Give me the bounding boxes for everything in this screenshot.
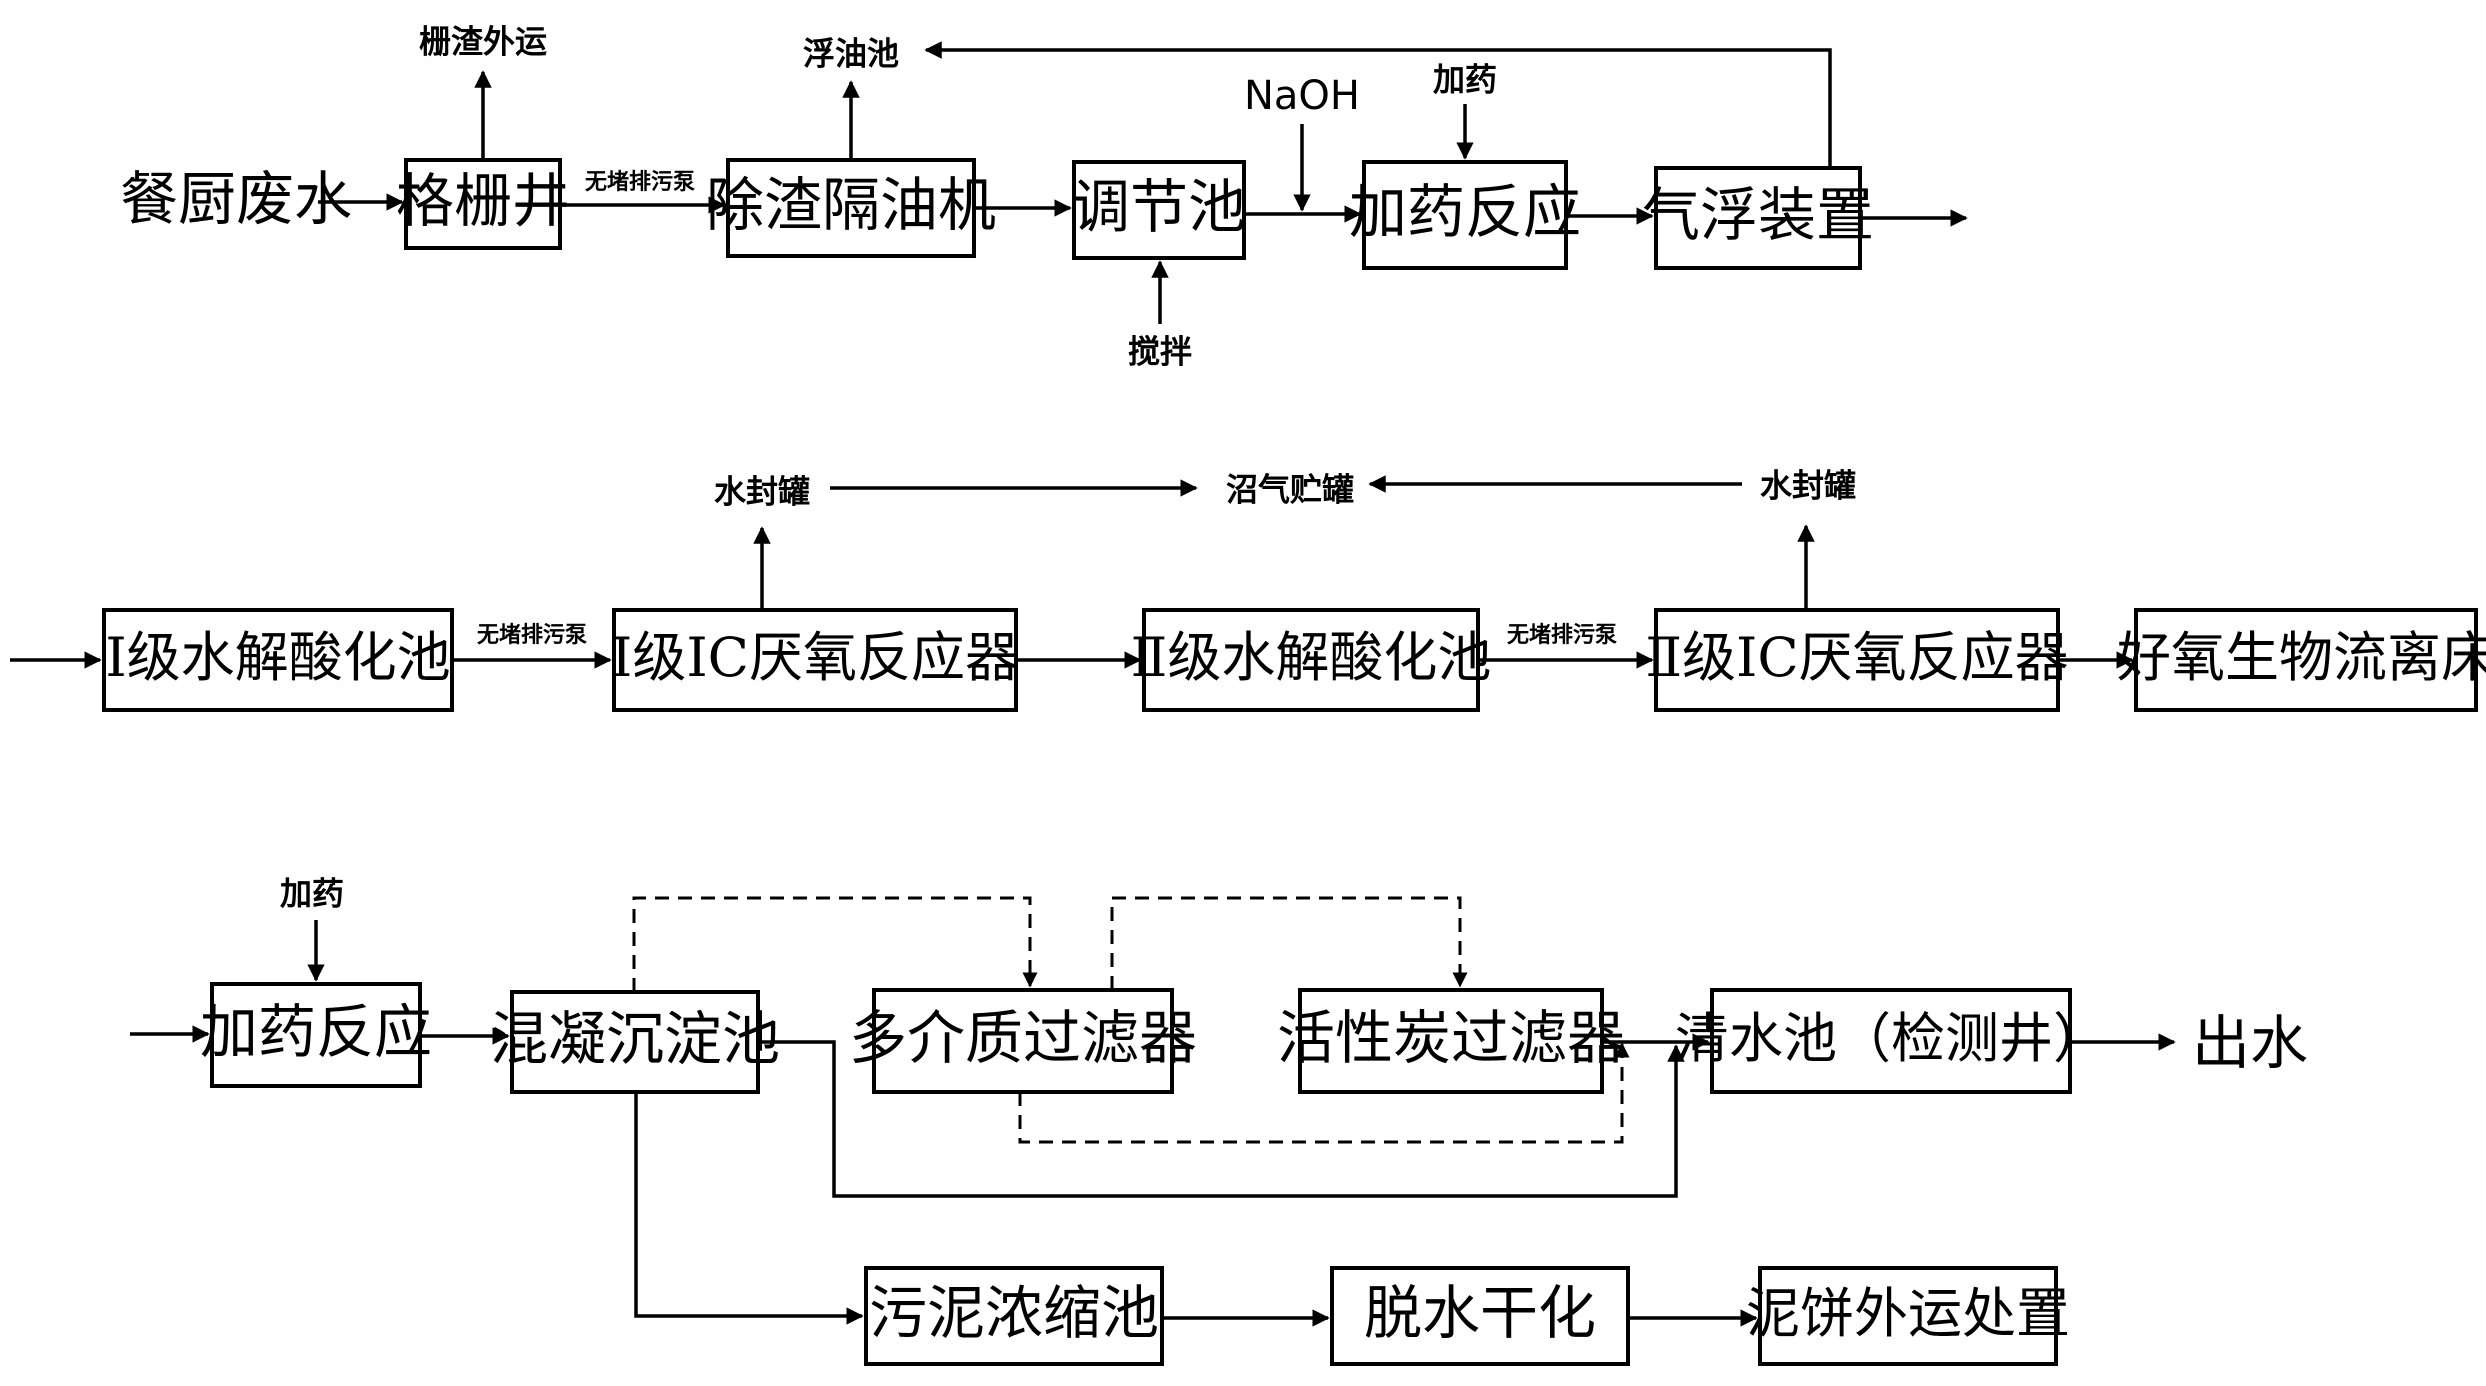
- hydrolysis-1-box: [102, 608, 454, 712]
- dewater-box: [1330, 1266, 1630, 1366]
- arrow-flotation-return-to-oil-pool: [924, 41, 1832, 168]
- multi-filter-box: [872, 988, 1174, 1094]
- carbon-filter-label: 活性炭过滤器: [1277, 1004, 1625, 1072]
- aerobic-bed-label: 好氧生物流离床: [2117, 626, 2486, 689]
- naoh-label: NaOH: [1244, 73, 1360, 119]
- aerobic-bed-box: [2134, 608, 2478, 712]
- dosing-top-label-1: 加药: [1433, 61, 1497, 99]
- regulating-box: [1072, 160, 1246, 260]
- stir-label: 搅拌: [1128, 333, 1192, 371]
- outlet-label: 出水: [2192, 1009, 2308, 1077]
- deoil-label: 除渣隔油机: [706, 171, 996, 239]
- seal-tank-label-1: 水封罐: [714, 473, 810, 511]
- grille-out-label: 栅渣外运: [419, 23, 547, 61]
- arrow-coag-bypass-to-clear-pool: [758, 1040, 1685, 1198]
- biogas-tank-label: 沼气贮罐: [1226, 471, 1354, 509]
- ic-2-label: Ⅱ级IC厌氧反应器: [1645, 626, 2068, 689]
- sludge-thick-label: 污泥浓缩池: [869, 1279, 1159, 1347]
- pump-label-3: 无堵排污泵: [1507, 622, 1617, 648]
- dosing-reaction-label-2: 加药反应: [200, 998, 432, 1066]
- cake-disposal-box: [1758, 1266, 2058, 1366]
- air-flotation-label: 气浮装置: [1642, 181, 1874, 249]
- grille-well-label: 格栅井: [396, 167, 570, 235]
- sludge-thick-box: [864, 1266, 1164, 1366]
- hydrolysis-2-box: [1142, 608, 1480, 712]
- pump-label-1: 无堵排污泵: [585, 169, 695, 195]
- source-label: 餐厨废水: [120, 165, 352, 233]
- seal-tank-label-2: 水封罐: [1760, 467, 1856, 505]
- air-flotation-box: [1654, 166, 1862, 270]
- hydrolysis-2-label: Ⅱ级水解酸化池: [1131, 626, 1492, 689]
- carbon-filter-box: [1298, 988, 1604, 1094]
- dewater-label: 脱水干化: [1364, 1279, 1596, 1347]
- row-1: 餐厨废水 格栅井 栅渣外运 无堵排污泵 除渣隔油机 浮油池 调节池 搅拌 NaO…: [120, 23, 1968, 371]
- dosing-top-label-2: 加药: [280, 875, 344, 913]
- dash-multi-bypass-to-clear-pool: [1018, 1042, 1630, 1144]
- regulating-label: 调节池: [1072, 173, 1246, 241]
- cake-disposal-label: 泥饼外运处置: [1746, 1282, 2070, 1345]
- hydrolysis-1-label: Ⅰ级水解酸化池: [105, 626, 450, 689]
- ic-1-label: Ⅰ级IC厌氧反应器: [611, 626, 1019, 689]
- row-4: 污泥浓缩池 脱水干化 泥饼外运处置: [864, 1266, 2070, 1366]
- clear-pool-box: [1710, 988, 2072, 1094]
- coag-tank-label: 混凝沉淀池: [490, 1005, 780, 1073]
- multi-filter-label: 多介质过滤器: [849, 1004, 1197, 1072]
- oil-pool-label: 浮油池: [803, 35, 899, 73]
- row-2: Ⅰ级水解酸化池 无堵排污泵 Ⅰ级IC厌氧反应器 水封罐 沼气贮罐 水封罐 Ⅱ级水…: [10, 467, 2486, 712]
- row-3: 加药 加药反应 混凝沉淀池 多介质过滤器 活性炭过滤器 清水池（检测井） 出水: [130, 875, 2308, 1325]
- clear-pool-label: 清水池（检测井）: [1675, 1007, 2107, 1070]
- arrow-coag-to-sludge-thick: [634, 1092, 864, 1325]
- dash-multi-to-carbon-filter: [1110, 896, 1468, 990]
- ic-1-box: [612, 608, 1018, 712]
- dosing-reaction-label-1: 加药反应: [1349, 178, 1581, 246]
- pump-label-2: 无堵排污泵: [477, 622, 587, 648]
- dash-coag-to-multi-filter: [632, 896, 1038, 992]
